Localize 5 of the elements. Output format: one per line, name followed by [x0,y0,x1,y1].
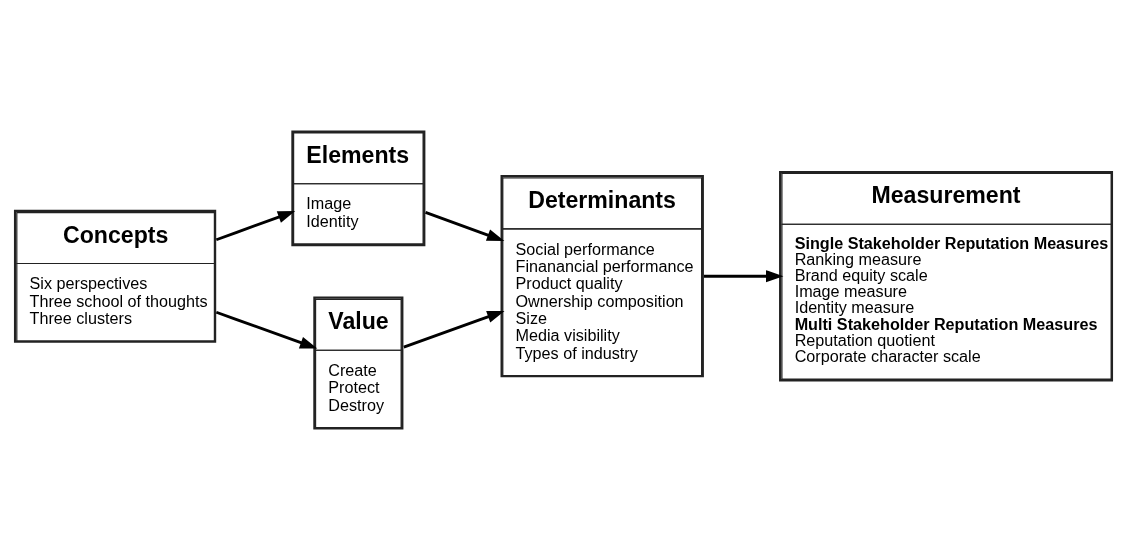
arrow [425,211,505,242]
arrow [215,211,296,242]
arrow [215,310,318,349]
arrow [704,270,784,283]
arrow [403,310,505,349]
